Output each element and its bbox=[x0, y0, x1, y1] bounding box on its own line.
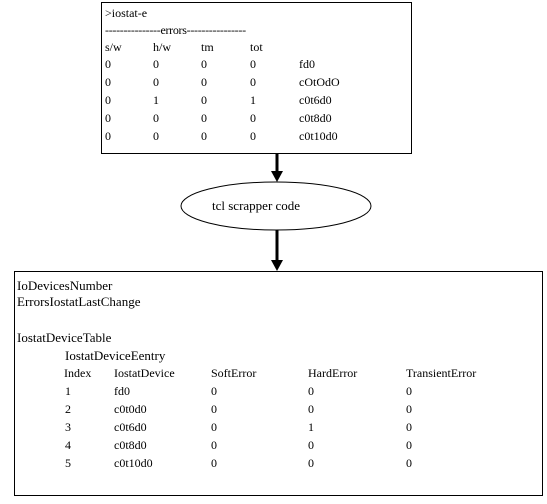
iostat-cell-device: c0t10d0 bbox=[299, 129, 338, 143]
mib-cell-soft: 0 bbox=[211, 402, 217, 416]
mib-header-soft-error: SoftError bbox=[211, 366, 257, 380]
mib-entry-name: IostatDeviceEentry bbox=[65, 348, 166, 363]
mib-cell-transient: 0 bbox=[406, 384, 412, 398]
mib-cell-device: c0t6d0 bbox=[114, 420, 147, 434]
mib-cell-transient: 0 bbox=[406, 456, 412, 470]
iostat-cell-hw: 0 bbox=[153, 75, 159, 89]
iostat-cell-tm: 0 bbox=[201, 129, 207, 143]
arrow-head-top bbox=[271, 171, 283, 182]
mib-box: IoDevicesNumber ErrorsIostatLastChange I… bbox=[14, 271, 543, 496]
iostat-cell-tot: 0 bbox=[250, 111, 256, 125]
mib-cell-index: 3 bbox=[65, 420, 71, 434]
iostat-header-tm: tm bbox=[201, 40, 214, 54]
iostat-cell-tot: 1 bbox=[250, 93, 256, 107]
iostat-cell-sw: 0 bbox=[105, 129, 111, 143]
iostat-cell-tot: 0 bbox=[250, 75, 256, 89]
mib-cell-index: 5 bbox=[65, 456, 71, 470]
iostat-cell-tm: 0 bbox=[201, 93, 207, 107]
mib-header-device: IostatDevice bbox=[114, 366, 175, 380]
mib-cell-soft: 0 bbox=[211, 384, 217, 398]
iostat-command: >iostat-e bbox=[105, 6, 148, 20]
iostat-cell-hw: 0 bbox=[153, 129, 159, 143]
iostat-cell-device: c0t8d0 bbox=[299, 111, 332, 125]
mib-cell-index: 1 bbox=[65, 384, 71, 398]
mib-table-name: IostatDeviceTable bbox=[17, 330, 112, 345]
iostat-cell-tm: 0 bbox=[201, 57, 207, 71]
iostat-cell-device: fd0 bbox=[299, 57, 315, 71]
mib-cell-device: c0t0d0 bbox=[114, 402, 147, 416]
iostat-cell-tot: 0 bbox=[250, 129, 256, 143]
mib-cell-index: 4 bbox=[65, 438, 71, 452]
iostat-cell-tm: 0 bbox=[201, 111, 207, 125]
mib-cell-hard: 0 bbox=[308, 402, 314, 416]
mib-cell-device: fd0 bbox=[114, 384, 130, 398]
mib-header-index: Index bbox=[64, 366, 92, 380]
mib-cell-device: c0t8d0 bbox=[114, 438, 147, 452]
mib-cell-transient: 0 bbox=[406, 438, 412, 452]
iostat-cell-sw: 0 bbox=[105, 111, 111, 125]
scraper-label: tcl scrapper code bbox=[212, 198, 301, 213]
mib-header-transient-error: TransientError bbox=[406, 366, 477, 380]
mib-header-hard-error: HardError bbox=[308, 366, 358, 380]
mib-cell-soft: 0 bbox=[211, 438, 217, 452]
mib-cell-soft: 0 bbox=[211, 420, 217, 434]
mib-cell-device: c0t10d0 bbox=[114, 456, 153, 470]
errors-rule: ---------------errors---------------- bbox=[105, 23, 246, 37]
arrow-head-bottom bbox=[271, 260, 283, 271]
iostat-cell-sw: 0 bbox=[105, 57, 111, 71]
iostat-cell-device: cOtOdO bbox=[299, 75, 340, 89]
iostat-header-hw: h/w bbox=[153, 40, 171, 54]
iostat-cell-hw: 0 bbox=[153, 111, 159, 125]
iostat-cell-device: c0t6d0 bbox=[299, 93, 332, 107]
iostat-output-box: >iostat-e ---------------errors---------… bbox=[101, 2, 412, 154]
iostat-cell-hw: 0 bbox=[153, 57, 159, 71]
mib-cell-hard: 0 bbox=[308, 456, 314, 470]
iostat-header-sw: s/w bbox=[105, 40, 122, 54]
mib-cell-soft: 0 bbox=[211, 456, 217, 470]
mib-cell-hard: 0 bbox=[308, 384, 314, 398]
mib-cell-transient: 0 bbox=[406, 402, 412, 416]
mib-cell-transient: 0 bbox=[406, 420, 412, 434]
mib-io-devices-number: IoDevicesNumber bbox=[17, 278, 113, 293]
mib-cell-hard: 1 bbox=[308, 420, 314, 434]
iostat-header-tot: tot bbox=[250, 40, 263, 54]
iostat-cell-hw: 1 bbox=[153, 93, 159, 107]
iostat-cell-sw: 0 bbox=[105, 75, 111, 89]
mib-cell-hard: 0 bbox=[308, 438, 314, 452]
iostat-cell-tm: 0 bbox=[201, 75, 207, 89]
mib-cell-index: 2 bbox=[65, 402, 71, 416]
iostat-cell-tot: 0 bbox=[250, 57, 256, 71]
mib-errors-last-change: ErrorsIostatLastChange bbox=[17, 294, 141, 309]
iostat-cell-sw: 0 bbox=[105, 93, 111, 107]
